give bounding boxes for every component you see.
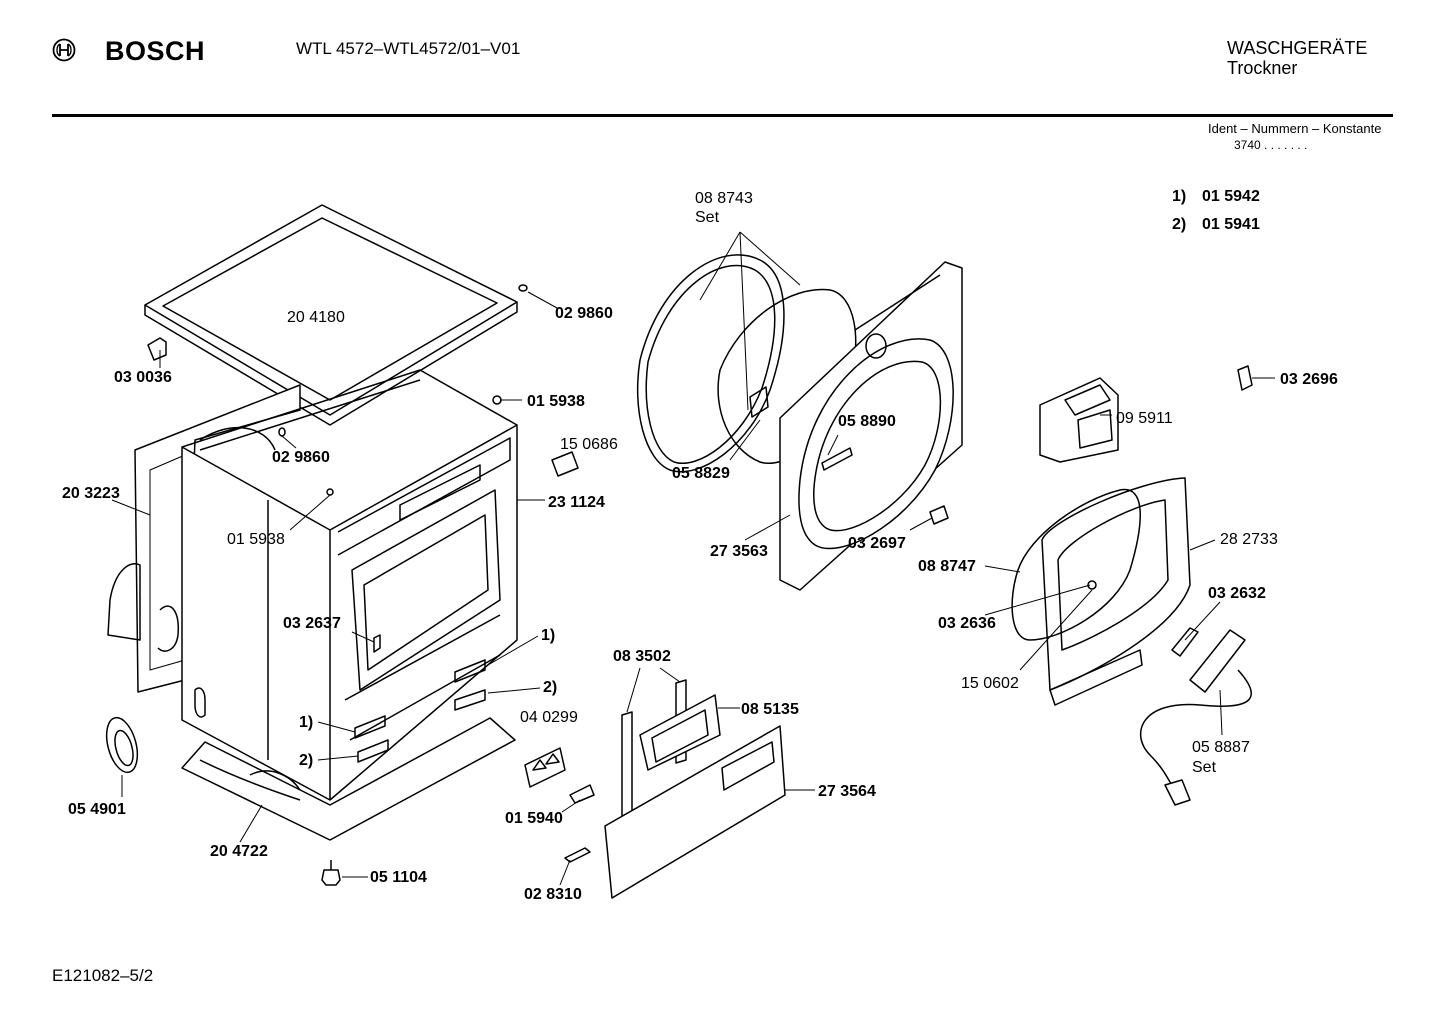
label-204722: 20 4722 bbox=[210, 843, 268, 860]
door-switch-set-part bbox=[1139, 629, 1252, 806]
door-gasket-part bbox=[1011, 488, 1141, 641]
label-282733: 28 2733 bbox=[1220, 531, 1278, 548]
hose-ring-part bbox=[105, 716, 139, 774]
label-ref2-right: 2) bbox=[543, 679, 557, 696]
label-088743: 08 8743 bbox=[695, 190, 753, 207]
model-number: WTL 4572–WTL4572/01–V01 bbox=[296, 39, 521, 58]
ident-label: Ident – Nummern – Konstante bbox=[1208, 121, 1382, 136]
brand-name: BOSCH bbox=[105, 36, 206, 66]
label-032636: 03 2636 bbox=[938, 615, 996, 632]
header-rule bbox=[52, 114, 1393, 117]
label-040299: 04 0299 bbox=[520, 709, 578, 726]
label-054901: 05 4901 bbox=[68, 801, 126, 818]
label-ref2-left: 2) bbox=[299, 752, 313, 769]
cabinet-body-part bbox=[181, 369, 518, 801]
label-058890: 05 8890 bbox=[838, 413, 896, 430]
label-088747: 08 8747 bbox=[918, 558, 976, 575]
bosch-logo-icon bbox=[52, 38, 76, 62]
part-labels: 20 4180 02 9860 03 0036 01 5938 02 9860 … bbox=[62, 190, 1338, 903]
label-ref1-left: 1) bbox=[299, 714, 313, 731]
label-058829: 05 8829 bbox=[672, 465, 730, 482]
label-032637: 03 2637 bbox=[283, 615, 341, 632]
ident-value: 3740 . . . . . . . bbox=[1234, 138, 1308, 152]
screw-part bbox=[518, 284, 528, 292]
side-panel-part bbox=[107, 384, 301, 693]
label-085135: 08 5135 bbox=[741, 701, 799, 718]
label-015938-top: 01 5938 bbox=[527, 393, 585, 410]
front-panel-part bbox=[604, 725, 786, 899]
label-032632: 03 2632 bbox=[1208, 585, 1266, 602]
label-203223: 20 3223 bbox=[62, 485, 120, 502]
label-032696: 03 2696 bbox=[1280, 371, 1338, 388]
label-set-switch: Set bbox=[1192, 759, 1217, 776]
label-028310: 02 8310 bbox=[524, 886, 582, 903]
document-code: E121082–5/2 bbox=[52, 966, 154, 985]
plug-part bbox=[492, 395, 502, 405]
label-ref1-right: 1) bbox=[541, 627, 555, 644]
category-title: WASCHGERÄTE bbox=[1227, 38, 1368, 58]
label-set-belt: Set bbox=[695, 209, 720, 226]
label-029860-top: 02 9860 bbox=[555, 305, 613, 322]
filter-grille-part bbox=[639, 694, 721, 771]
legend-value-1: 01 5942 bbox=[1202, 188, 1260, 205]
label-231124: 23 1124 bbox=[548, 494, 605, 511]
top-lid-part bbox=[144, 204, 518, 426]
label-083502: 08 3502 bbox=[613, 648, 671, 665]
legend-value-2: 01 5941 bbox=[1202, 216, 1260, 233]
label-015940: 01 5940 bbox=[505, 810, 563, 827]
bracket-part bbox=[551, 451, 579, 477]
label-058887: 05 8887 bbox=[1192, 739, 1250, 756]
label-029860-mid: 02 9860 bbox=[272, 449, 330, 466]
base-frame-part bbox=[181, 717, 516, 841]
label-150686: 15 0686 bbox=[560, 436, 618, 453]
label-015938-mid: 01 5938 bbox=[227, 531, 285, 548]
control-module-part bbox=[1039, 377, 1119, 463]
drum-rear-panel-part bbox=[749, 261, 963, 591]
clip-part bbox=[147, 337, 167, 361]
label-051104: 05 1104 bbox=[370, 869, 427, 886]
label-150602: 15 0602 bbox=[961, 675, 1019, 692]
label-273563: 27 3563 bbox=[710, 543, 768, 560]
door-frame-part bbox=[1041, 477, 1191, 706]
label-095911: 09 5911 bbox=[1116, 410, 1173, 427]
label-204180: 20 4180 bbox=[287, 309, 345, 326]
label-273564: 27 3564 bbox=[818, 783, 876, 800]
subcategory-title: Trockner bbox=[1227, 58, 1298, 78]
label-030036: 03 0036 bbox=[114, 369, 172, 386]
label-032697: 03 2697 bbox=[848, 535, 906, 552]
adjustable-foot-part bbox=[321, 860, 341, 886]
legend-key-1: 1) bbox=[1172, 188, 1187, 205]
legend-key-2: 2) bbox=[1172, 216, 1187, 233]
